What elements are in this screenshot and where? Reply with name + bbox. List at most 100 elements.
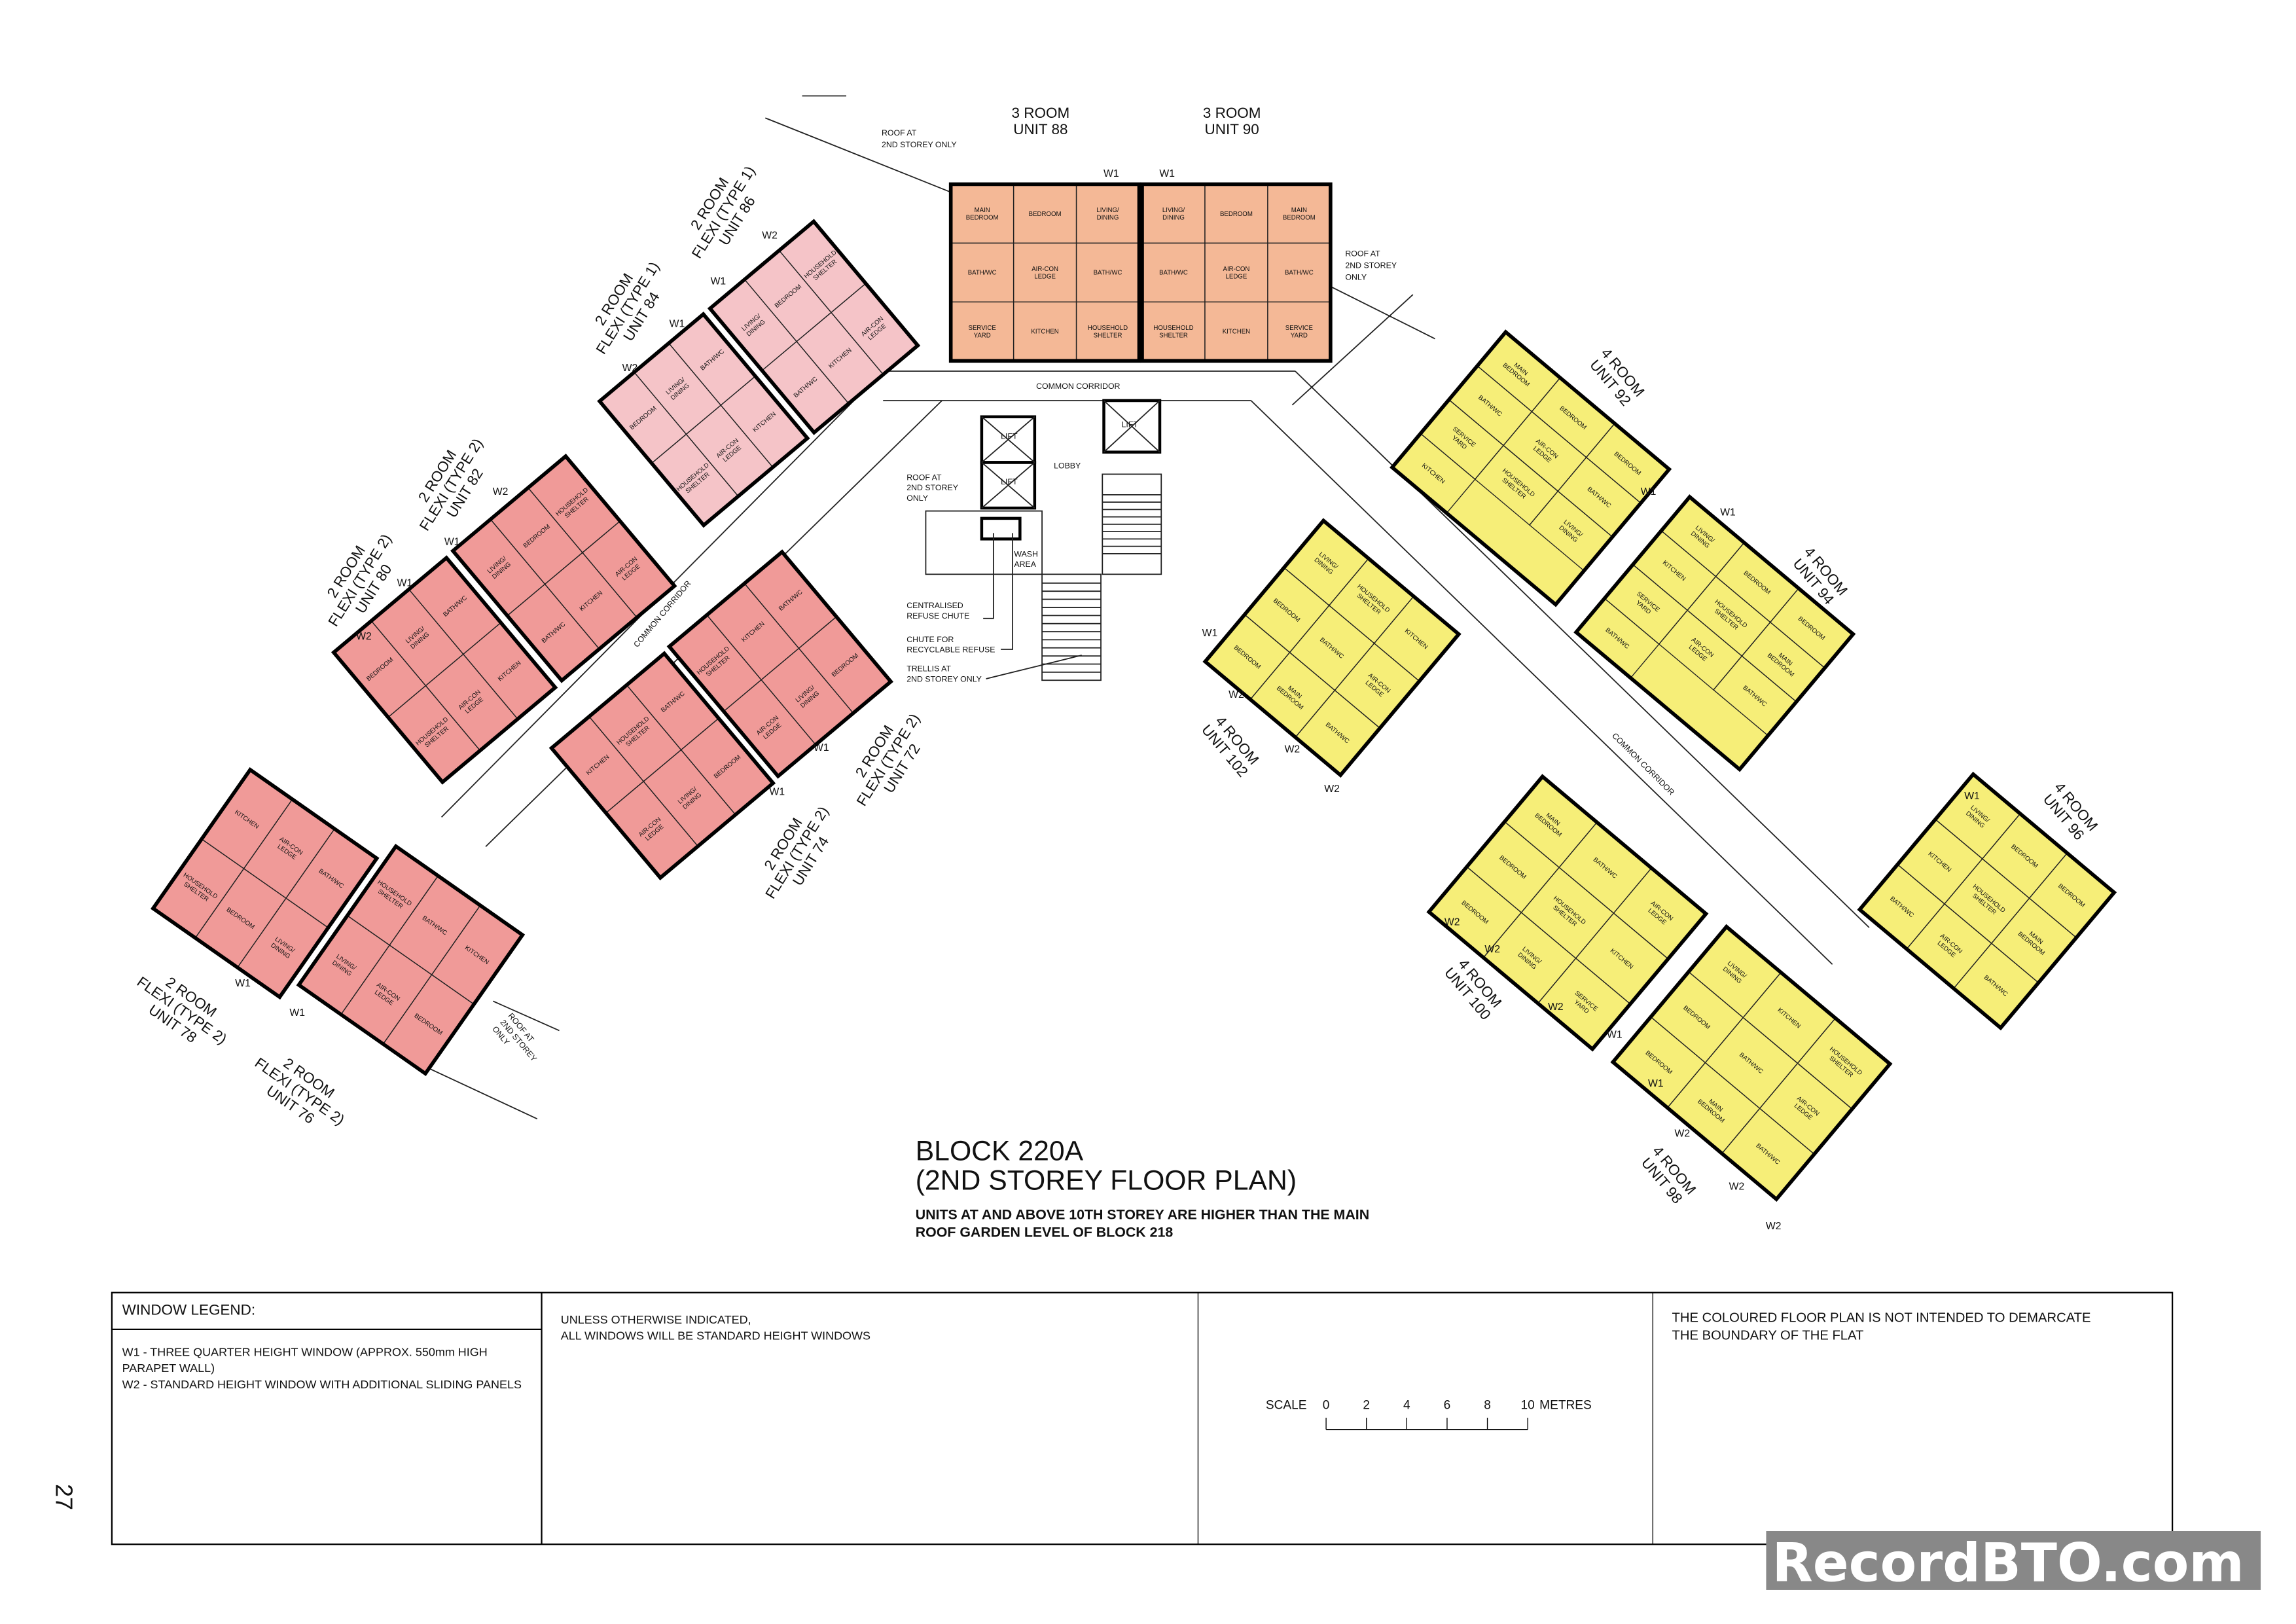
window-note: ALL WINDOWS WILL BE STANDARD HEIGHT WIND… <box>561 1329 870 1343</box>
wash-area-label: AREA <box>1014 560 1036 569</box>
unit-98[interactable]: LIVING/DININGKITCHENHOUSEHOLDSHELTERBEDR… <box>1610 924 1893 1202</box>
unit-label-line: UNIT 88 <box>1013 121 1067 137</box>
unit-wall <box>1202 518 1462 778</box>
unit-label-line: UNIT 90 <box>1205 121 1259 137</box>
room-label: SHELTER <box>1094 332 1122 339</box>
lift-label: LIFT <box>1001 431 1018 441</box>
window-label-w1: W1 <box>1648 1078 1664 1089</box>
wash-area-label: WASH <box>1014 549 1038 558</box>
window-label-w2: W2 <box>1285 744 1300 755</box>
lift-label: LIFT <box>1001 477 1018 486</box>
lobby-label: LOBBY <box>1054 461 1081 470</box>
window-label-w2: W2 <box>1766 1221 1782 1232</box>
unit-92[interactable]: MAINBEDROOMBEDROOMBEDROOMBATH/WCAIR-CONL… <box>1390 329 1672 607</box>
room-label: SERVICE <box>1285 325 1314 332</box>
room-label: DINING <box>1097 214 1119 221</box>
roof-note: ONLY <box>1345 273 1367 282</box>
block-title: BLOCK 220A <box>916 1135 1084 1166</box>
window-label-w1: W1 <box>1202 628 1218 639</box>
legend-w1-cont: PARAPET WALL) <box>122 1362 215 1375</box>
room-label: SERVICE <box>969 325 997 332</box>
room-label: KITCHEN <box>1031 329 1058 336</box>
window-label-w1: W1 <box>1641 486 1657 497</box>
scale-tick-label: 8 <box>1484 1398 1491 1412</box>
window-label-w1: W1 <box>289 1007 305 1019</box>
unit-86[interactable]: LIVING/DININGBEDROOMHOUSEHOLDSHELTERBATH… <box>707 219 921 435</box>
unit-fill <box>1205 520 1459 776</box>
room-label: AIR-CON <box>1223 266 1250 273</box>
lift-3 <box>1102 399 1162 454</box>
watermark-text: RecordBTO.com <box>1772 1532 2244 1594</box>
room-label: YARD <box>1291 332 1308 339</box>
unit-wall <box>1857 771 2117 1031</box>
unit-wall <box>331 555 558 785</box>
trellis-label: 2ND STOREY ONLY <box>906 674 982 683</box>
unit-wall <box>707 219 921 435</box>
unit-96[interactable]: LIVING/DININGBEDROOMBEDROOMKITCHENHOUSEH… <box>1857 771 2117 1031</box>
room-label: MAIN <box>1291 207 1307 214</box>
unit-wall <box>948 182 1141 363</box>
unit-102[interactable]: LIVING/DININGHOUSEHOLDSHELTERKITCHENBEDR… <box>1202 518 1462 778</box>
unit-label-line: 3 ROOM <box>1012 105 1070 121</box>
unit-76[interactable]: HOUSEHOLDSHELTERBATH/WCKITCHENLIVING/DIN… <box>296 843 526 1077</box>
core: LIFT LIFT LIFT LOBBY WASH AREA ROOF AT 2… <box>906 399 1162 683</box>
unit-wall <box>1140 182 1333 363</box>
unit-84[interactable]: BEDROOMLIVING/DININGBATH/WCHOUSEHOLDSHEL… <box>597 312 810 528</box>
unit-88[interactable]: MAINBEDROOMBEDROOMLIVING/DININGBATH/WCAI… <box>948 182 1141 363</box>
unit-78[interactable]: KITCHENAIR-CONLEDGEBATH/WCHOUSEHOLDSHELT… <box>150 767 380 1000</box>
roof-note: 2ND STOREY <box>906 483 958 492</box>
room-label: LIVING/ <box>1162 207 1185 214</box>
unit-wall <box>1573 494 1856 772</box>
window-label-w1: W1 <box>1964 791 1980 802</box>
unit-wall <box>1426 774 1709 1052</box>
unit-94[interactable]: LIVING/DININGBEDROOMBEDROOMKITCHENHOUSEH… <box>1573 494 1856 772</box>
unit-90[interactable]: LIVING/DININGBEDROOMMAINBEDROOMBATH/WCAI… <box>1140 182 1333 363</box>
window-label-w1: W1 <box>770 787 785 798</box>
unit-label-line: 3 ROOM <box>1203 105 1261 121</box>
roof-note: ROOF AT <box>882 128 917 137</box>
unit-wall <box>548 651 776 880</box>
room-label: BEDROOM <box>1220 211 1253 218</box>
legend-w2: W2 - STANDARD HEIGHT WINDOW WITH ADDITIO… <box>122 1378 522 1391</box>
unit-72[interactable]: HOUSEHOLDSHELTERKITCHENBATH/WCAIR-CONLED… <box>666 549 894 779</box>
window-label-w2: W2 <box>1229 689 1244 700</box>
window-label-w2: W2 <box>1548 1001 1564 1013</box>
unit-fill <box>950 184 1139 361</box>
unit-fill <box>1613 926 1890 1200</box>
unit-wall <box>666 549 894 779</box>
window-label-w2: W2 <box>1324 784 1340 795</box>
window-label-w1: W1 <box>670 319 685 330</box>
roof-note: ONLY <box>906 494 928 503</box>
window-label-w2: W2 <box>1729 1181 1745 1192</box>
scale-unit: METRES <box>1539 1398 1592 1412</box>
window-label-w2: W2 <box>1444 916 1460 928</box>
window-label-w1: W1 <box>235 978 251 989</box>
height-note: ROOF GARDEN LEVEL OF BLOCK 218 <box>916 1224 1174 1240</box>
room-label: BATH/WC <box>968 270 997 277</box>
unit-80[interactable]: BEDROOMLIVING/DININGBATH/WCHOUSEHOLDSHEL… <box>331 555 558 785</box>
unit-82[interactable]: LIVING/DININGBEDROOMHOUSEHOLDSHELTERBATH… <box>450 454 677 683</box>
legend-w1: W1 - THREE QUARTER HEIGHT WINDOW (APPROX… <box>122 1345 488 1358</box>
room-label: LIVING/ <box>1096 207 1119 214</box>
unit-wall <box>150 767 380 1000</box>
common-corridor-label: COMMON CORRIDOR <box>1036 382 1120 391</box>
unit-100[interactable]: MAINBEDROOMBATH/WCAIR-CONLEDGEBEDROOMHOU… <box>1426 774 1709 1052</box>
window-label-w2: W2 <box>356 631 372 642</box>
unit-wall <box>1390 329 1672 607</box>
height-note: UNITS AT AND ABOVE 10TH STOREY ARE HIGHE… <box>916 1206 1369 1222</box>
window-label-w1: W1 <box>1159 168 1175 179</box>
unit-wall <box>597 312 810 528</box>
unit-wall <box>1610 924 1893 1202</box>
refuse-chute-label: REFUSE CHUTE <box>906 611 969 621</box>
unit-74[interactable]: KITCHENHOUSEHOLDSHELTERBATH/WCAIR-CONLED… <box>548 651 776 880</box>
window-label-w1: W1 <box>1720 507 1736 518</box>
